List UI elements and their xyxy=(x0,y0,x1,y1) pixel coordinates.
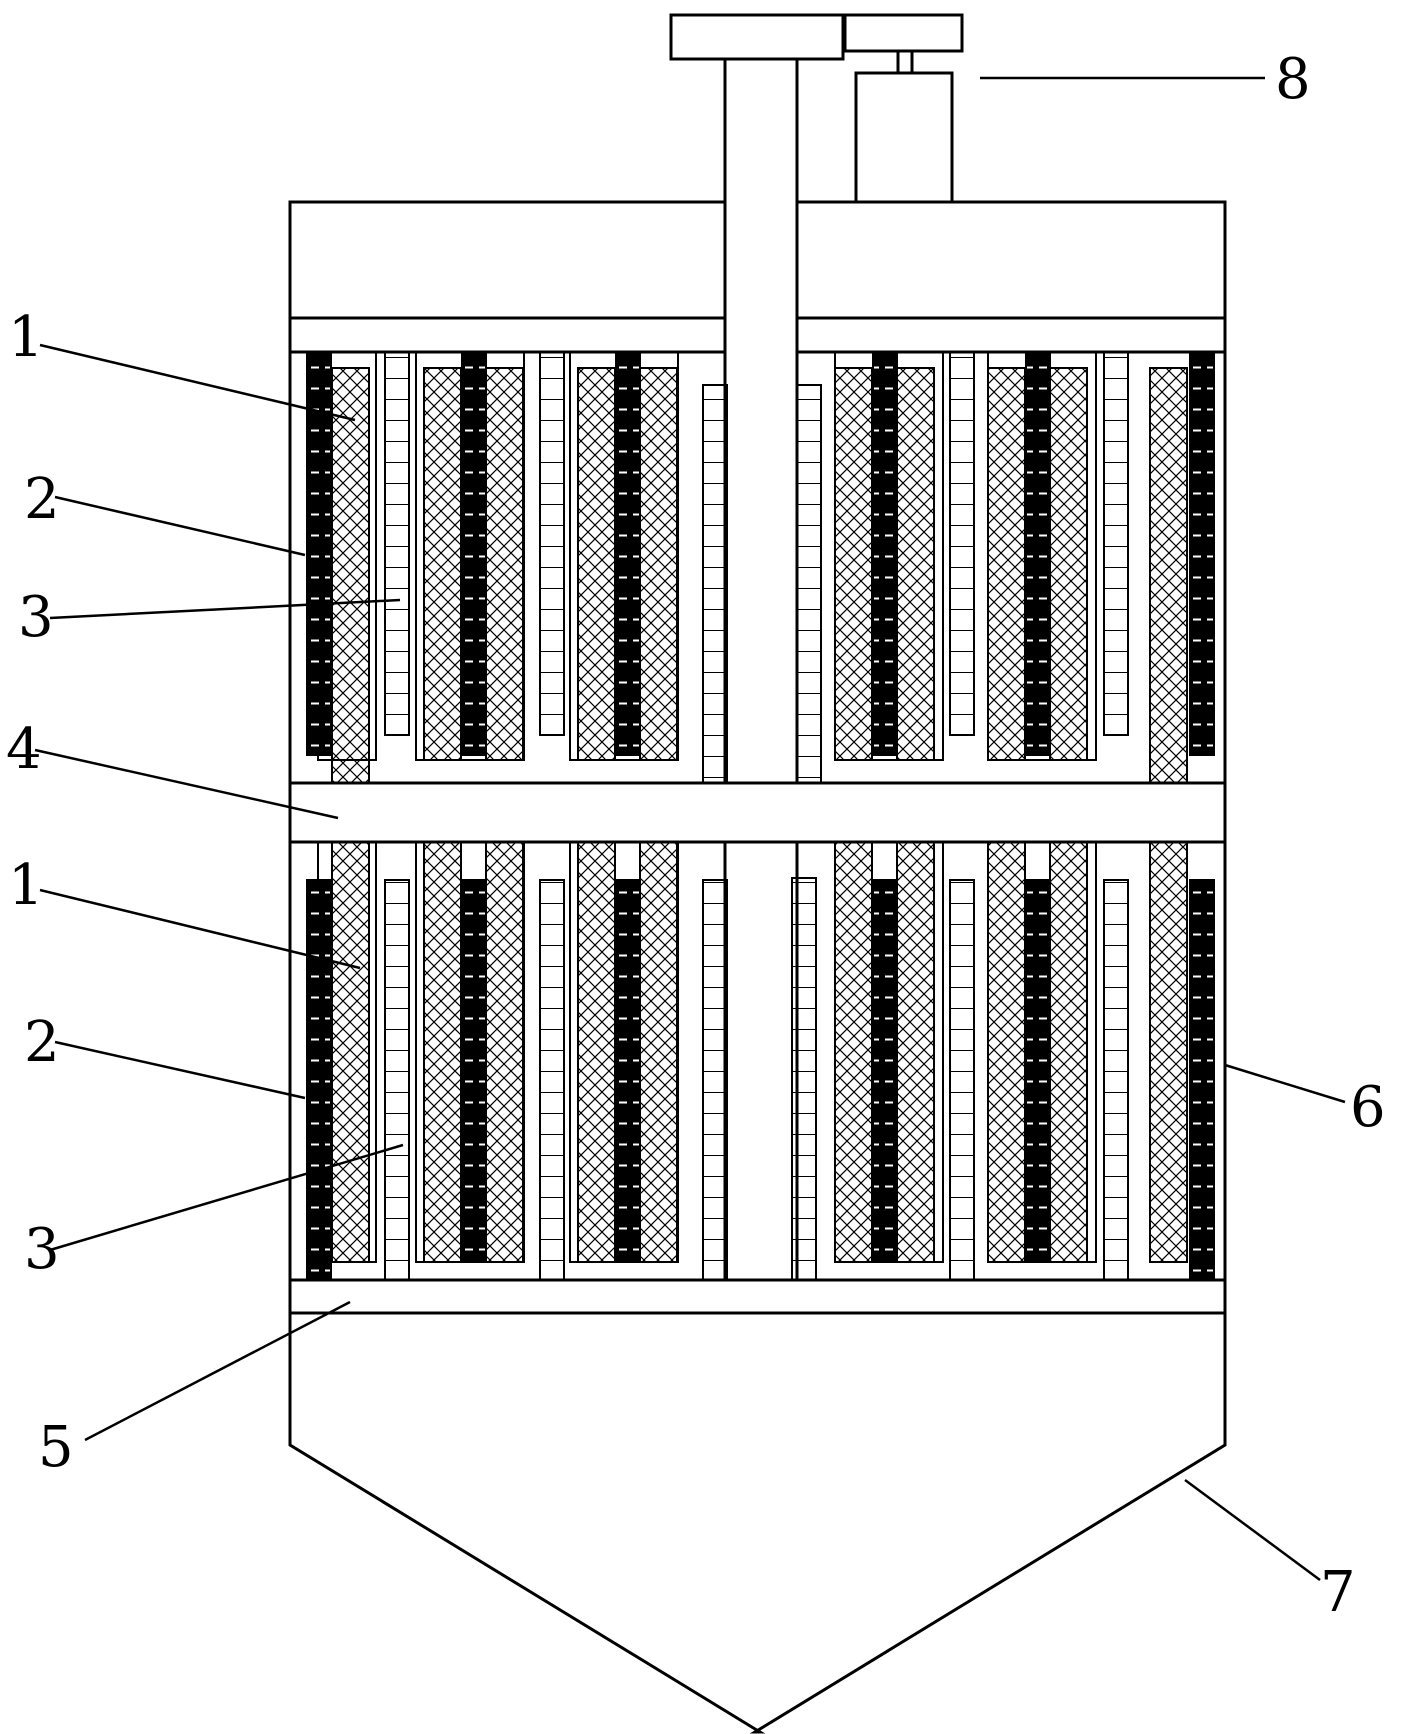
perforated-tube xyxy=(949,879,975,1281)
filter-mesh xyxy=(896,367,935,761)
filter-mesh xyxy=(1049,367,1088,761)
perforated-tube xyxy=(796,384,822,784)
filter-mesh xyxy=(987,841,1026,1263)
label-4: 4 xyxy=(6,717,42,782)
filter-mesh xyxy=(423,841,462,1263)
tank-shell xyxy=(288,200,1227,1734)
perforated-tube xyxy=(539,351,565,736)
motor-body xyxy=(854,71,954,204)
top-cap-left xyxy=(669,13,845,61)
label-1-upper: 1 xyxy=(8,305,44,370)
label-5: 5 xyxy=(38,1415,74,1480)
filter-mesh xyxy=(834,367,873,761)
filter-mesh xyxy=(1149,841,1188,1263)
label-7: 7 xyxy=(1320,1560,1356,1625)
label-6: 6 xyxy=(1350,1075,1386,1140)
label-8: 8 xyxy=(1275,47,1311,112)
perforated-tube xyxy=(702,879,728,1281)
electrode-plate xyxy=(615,879,641,1263)
filter-mesh xyxy=(639,367,678,761)
perforated-tube xyxy=(702,384,728,784)
filter-mesh xyxy=(639,841,678,1263)
top-cap-right xyxy=(843,13,964,53)
filter-mesh xyxy=(1049,841,1088,1263)
electrode-plate xyxy=(872,879,898,1263)
central-shaft xyxy=(723,56,799,785)
filter-mesh xyxy=(485,367,524,761)
perforated-tube xyxy=(384,351,410,736)
electrode-plate xyxy=(1025,351,1051,756)
label-3-upper: 3 xyxy=(18,585,54,650)
perforated-tube xyxy=(539,879,565,1281)
filter-mesh xyxy=(1149,367,1188,784)
filter-mesh xyxy=(577,841,616,1263)
electrode-plate xyxy=(872,351,898,756)
electrode-plate xyxy=(306,879,332,1281)
filter-mesh xyxy=(577,367,616,761)
motor-coupling xyxy=(896,49,914,75)
filter-mesh xyxy=(987,367,1026,761)
electrode-plate xyxy=(461,879,487,1263)
filter-mesh xyxy=(331,367,370,784)
electrode-plate xyxy=(461,351,487,756)
label-3-lower: 3 xyxy=(24,1217,60,1282)
filter-mesh xyxy=(896,841,935,1263)
perforated-tube xyxy=(949,351,975,736)
electrode-plate xyxy=(1025,879,1051,1263)
filter-mesh xyxy=(331,841,370,1263)
label-1-lower: 1 xyxy=(8,853,44,918)
perforated-tube xyxy=(791,877,817,1281)
filter-mesh xyxy=(423,367,462,761)
filter-mesh xyxy=(834,841,873,1263)
perforated-tube xyxy=(1103,879,1129,1281)
label-2-lower: 2 xyxy=(24,1010,60,1075)
electrode-plate xyxy=(615,351,641,756)
perforated-tube xyxy=(384,879,410,1281)
electrode-plate xyxy=(1189,351,1215,756)
electrode-plate xyxy=(1189,879,1215,1281)
label-2-upper: 2 xyxy=(24,467,60,532)
filter-mesh xyxy=(485,841,524,1263)
perforated-tube xyxy=(1103,351,1129,736)
